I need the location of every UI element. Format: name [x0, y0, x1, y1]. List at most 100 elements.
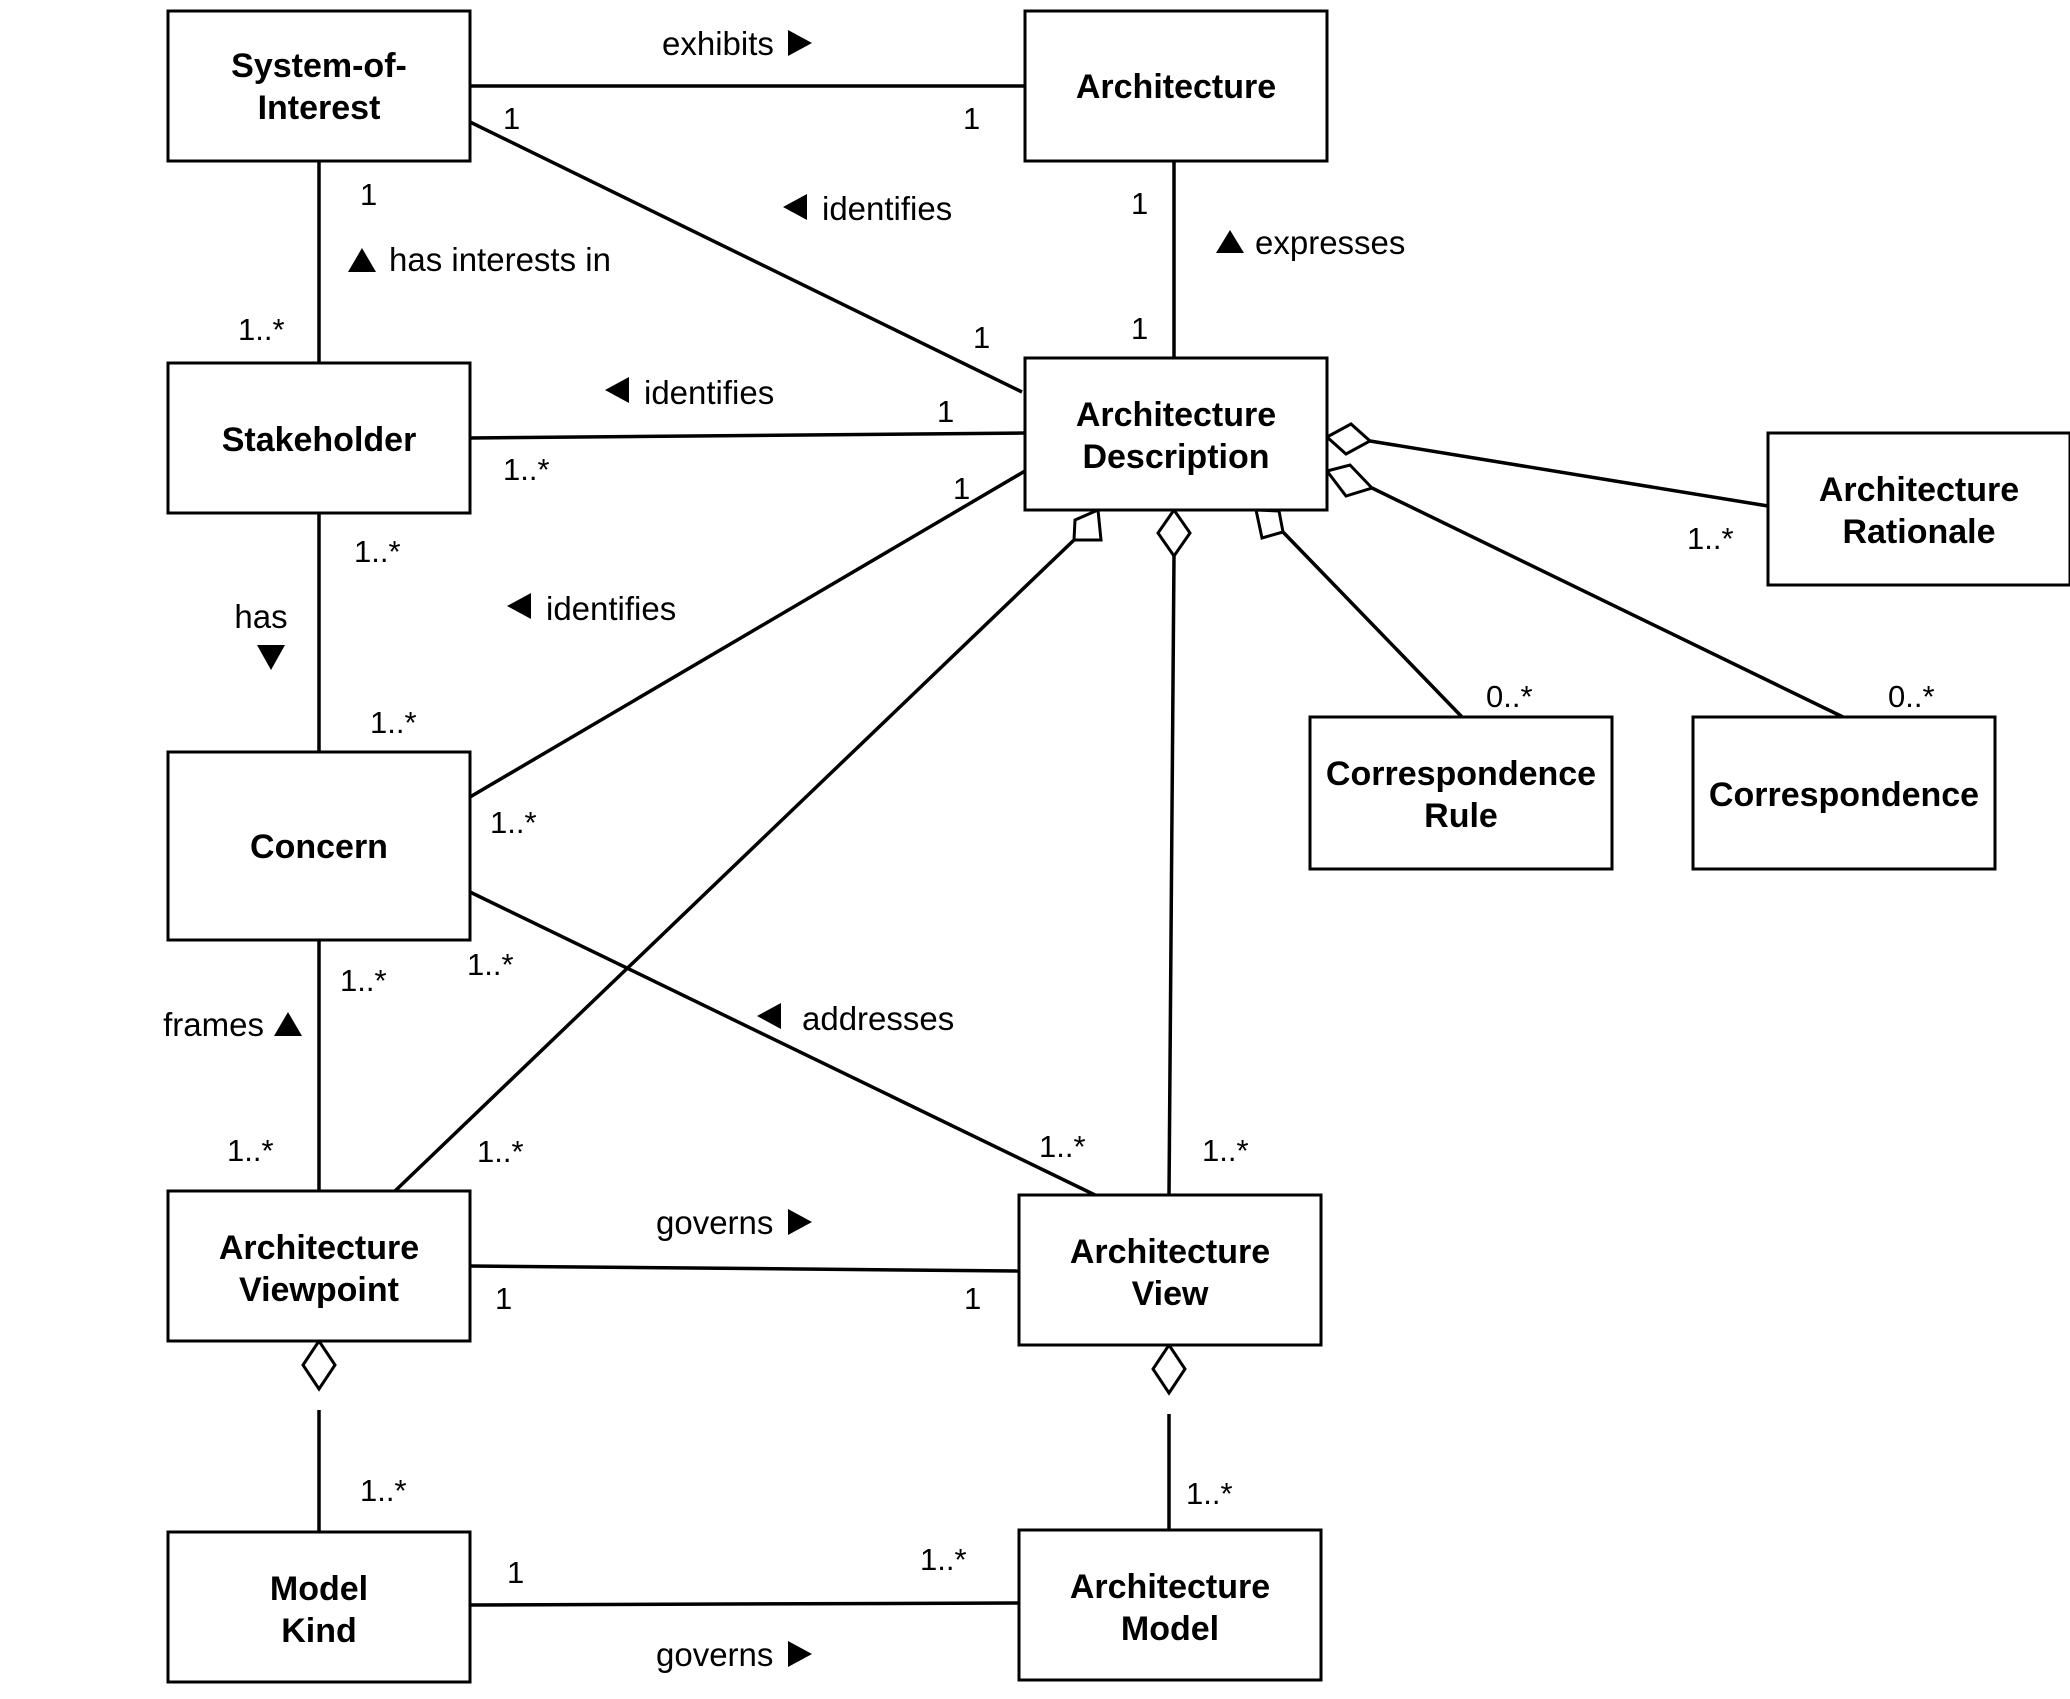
node-architecture-viewpoint[interactable]: Architecture Viewpoint [166, 1189, 472, 1343]
relation-label-has-interests-in: has interests in [389, 241, 611, 278]
multiplicities: 1 1 1 1..* 1 1 1 1 1..* 1 1..* 1..* 1..*… [227, 101, 1935, 1590]
multiplicity-label: 1..* [340, 963, 387, 998]
node-label: Architecture [219, 1229, 419, 1267]
multiplicity-label: 1 [1131, 186, 1148, 221]
multiplicity-label: 1 [953, 471, 970, 506]
aggregation-diamonds [301, 422, 1375, 1396]
multiplicity-label: 1..* [1687, 521, 1734, 556]
multiplicity-label: 1..* [920, 1542, 967, 1577]
node-label: View [1132, 1275, 1209, 1313]
node-architecture-view[interactable]: Architecture View [1017, 1193, 1323, 1347]
node-label: Viewpoint [239, 1271, 399, 1309]
node-label: Description [1082, 438, 1269, 476]
node-label: Concern [250, 828, 388, 866]
aggregation-diamond-icon [1072, 507, 1103, 542]
triangle-up-icon [348, 248, 376, 272]
edge-rationale-description [1369, 439, 1769, 508]
multiplicity-label: 1..* [360, 1473, 407, 1508]
aggregation-diamond-icon [1324, 463, 1375, 498]
node-architecture-rationale[interactable]: Architecture Rationale [1766, 431, 2070, 587]
aggregation-diamond-icon [1324, 422, 1373, 456]
triangle-down-icon [257, 645, 285, 670]
relation-label-governs: governs [656, 1204, 773, 1241]
relation-labels: exhibits identifies expresses has intere… [163, 25, 1405, 1673]
node-label: Correspondence [1709, 776, 1979, 814]
edge-modelkind-model [469, 1601, 1020, 1607]
node-label: Stakeholder [222, 421, 417, 459]
multiplicity-label: 1 [360, 177, 377, 212]
node-label: Architecture [1819, 471, 2019, 509]
relation-label-expresses: expresses [1255, 224, 1405, 261]
triangle-right-icon [788, 30, 812, 56]
edge-correspondence-rule-description [1281, 530, 1464, 719]
node-architecture-description[interactable]: Architecture Description [1023, 356, 1329, 512]
relation-label-governs: governs [656, 1636, 773, 1673]
edge-correspondence-description [1371, 486, 1844, 719]
triangle-up-icon [274, 1012, 302, 1036]
multiplicity-label: 1 [507, 1555, 524, 1590]
edge-soi-description [469, 120, 1023, 394]
node-correspondence-rule[interactable]: Correspondence Rule [1308, 715, 1614, 871]
triangle-left-icon [783, 194, 807, 220]
edge-concern-view [469, 890, 1096, 1197]
edge-viewpoint-description [393, 538, 1076, 1193]
relation-label-addresses: addresses [802, 1000, 954, 1037]
relation-label-frames: frames [163, 1006, 264, 1043]
edge-viewpoint-view [469, 1264, 1020, 1273]
multiplicity-label: 1..* [1186, 1476, 1233, 1511]
aggregation-diamond-icon [1156, 507, 1192, 559]
multiplicity-label: 1 [495, 1281, 512, 1316]
triangle-right-icon [788, 1209, 812, 1235]
node-model-kind[interactable]: Model Kind [166, 1530, 472, 1684]
multiplicity-label: 1 [963, 101, 980, 136]
triangle-right-icon [788, 1641, 812, 1667]
triangle-up-icon [1216, 230, 1244, 253]
multiplicity-label: 1 [937, 394, 954, 429]
multiplicity-label: 1..* [1039, 1129, 1086, 1164]
relation-label-identifies: identifies [644, 374, 774, 411]
multiplicity-label: 1..* [227, 1133, 274, 1168]
multiplicity-label: 0..* [1888, 679, 1935, 714]
nodes: System-of- Interest Architecture Stakeho… [166, 9, 2070, 1684]
multiplicity-label: 1..* [1202, 1133, 1249, 1168]
triangle-left-icon [605, 377, 629, 403]
node-architecture-model[interactable]: Architecture Model [1017, 1528, 1323, 1682]
node-label: Kind [281, 1612, 357, 1650]
triangle-left-icon [757, 1003, 781, 1029]
node-system-of-interest[interactable]: System-of- Interest [166, 9, 472, 163]
edge-stakeholder-description [469, 431, 1026, 440]
node-label: Model [270, 1570, 368, 1608]
multiplicity-label: 1 [973, 320, 990, 355]
multiplicity-label: 1..* [354, 534, 401, 569]
node-label: Architecture [1070, 1568, 1270, 1606]
relation-label-identifies: identifies [546, 590, 676, 627]
node-architecture[interactable]: Architecture [1023, 9, 1329, 163]
node-correspondence[interactable]: Correspondence [1691, 715, 1997, 871]
node-label: Rule [1424, 797, 1498, 835]
node-stakeholder[interactable]: Stakeholder [166, 361, 472, 515]
edge-concern-description [469, 469, 1026, 799]
node-label: Rationale [1842, 513, 1995, 551]
multiplicity-label: 1 [1131, 311, 1148, 346]
node-label: System-of- [231, 47, 407, 85]
aggregation-diamond-icon [1151, 1342, 1187, 1396]
node-label: Architecture [1070, 1233, 1270, 1271]
relation-label-identifies: identifies [822, 190, 952, 227]
node-label: Architecture [1076, 396, 1276, 434]
node-concern[interactable]: Concern [166, 750, 472, 942]
multiplicity-label: 1..* [467, 947, 514, 982]
multiplicity-label: 1 [964, 1281, 981, 1316]
multiplicity-label: 1..* [238, 312, 285, 347]
relation-label-has: has [234, 598, 287, 635]
aggregation-diamond-icon [301, 1338, 337, 1392]
multiplicity-label: 1..* [370, 705, 417, 740]
multiplicity-label: 1..* [503, 452, 550, 487]
edges [317, 84, 1844, 1607]
multiplicity-label: 0..* [1486, 679, 1533, 714]
multiplicity-label: 1 [503, 101, 520, 136]
node-label: Model [1121, 1610, 1219, 1648]
triangle-left-icon [507, 593, 531, 619]
node-label: Interest [258, 89, 381, 127]
relation-label-exhibits: exhibits [662, 25, 774, 62]
